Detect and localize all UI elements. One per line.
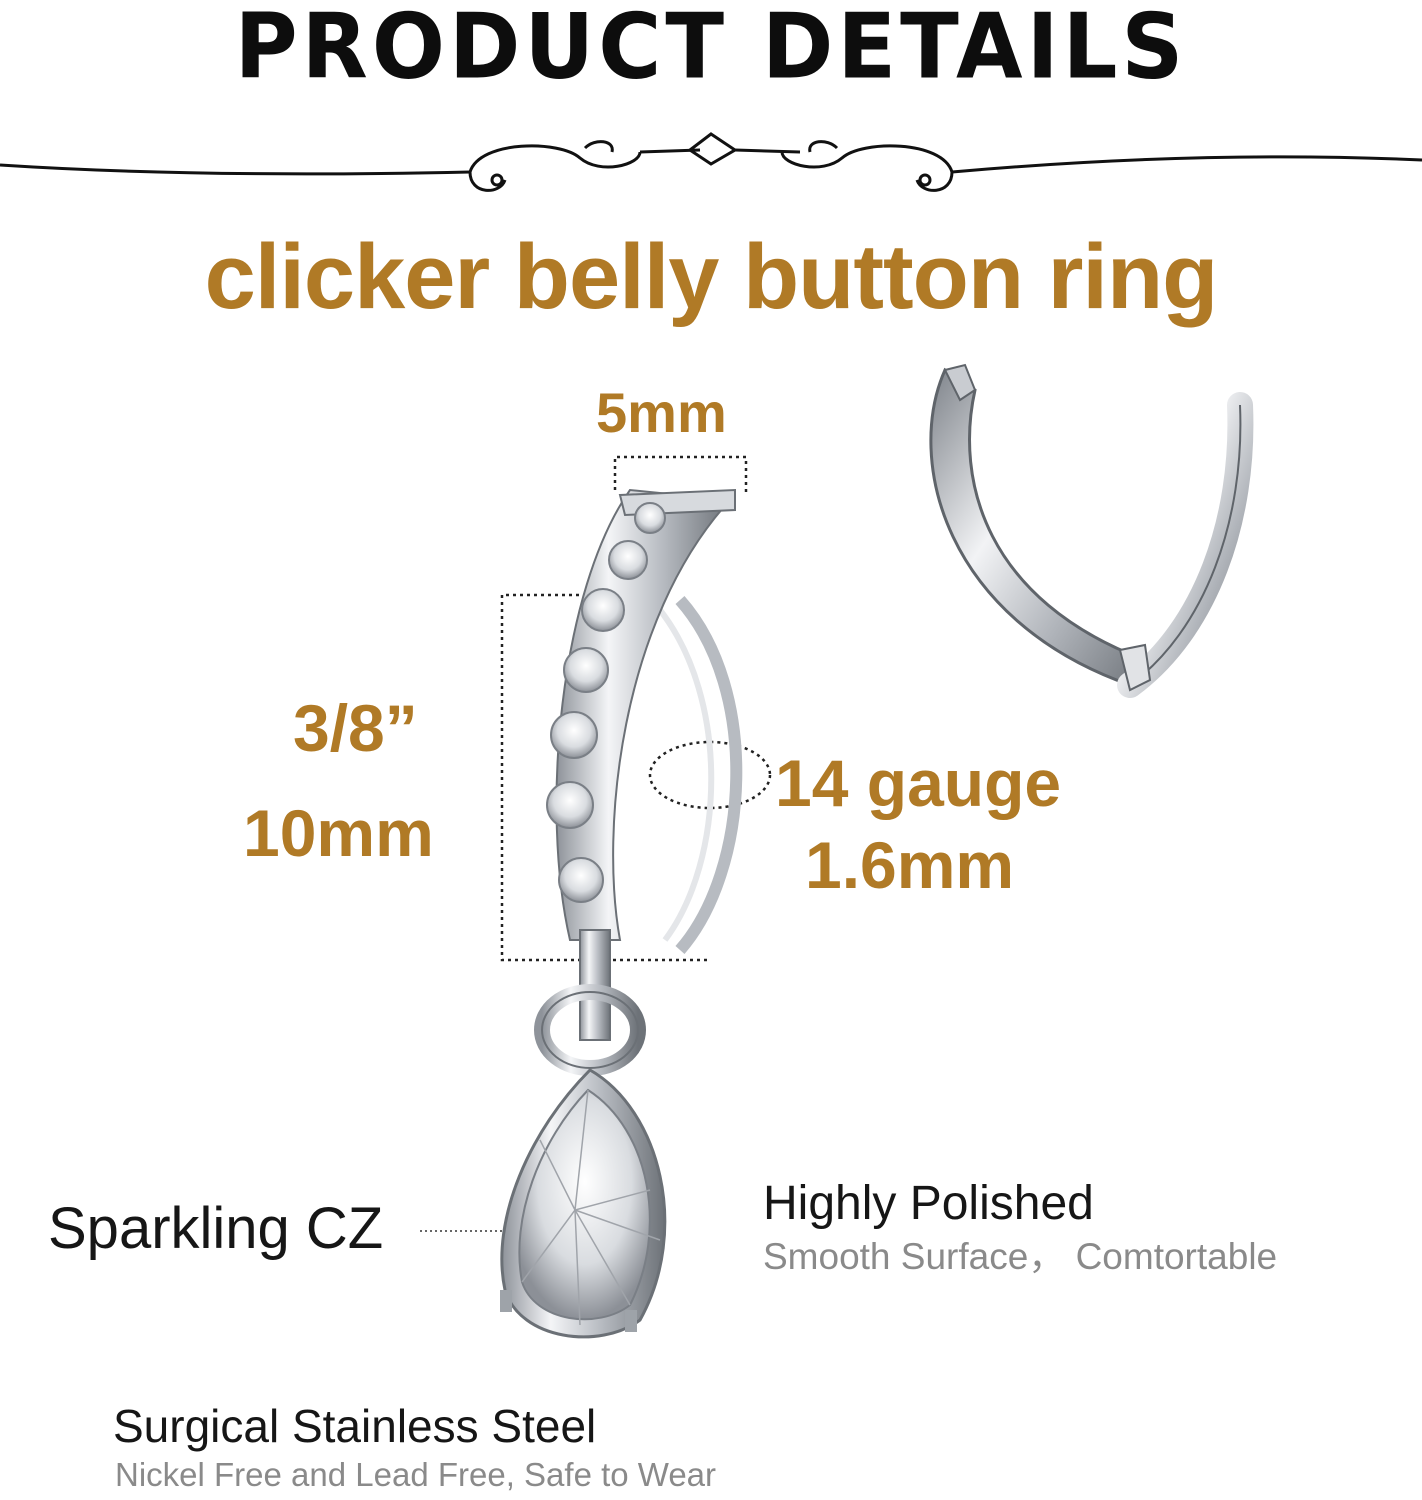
stone-label: Sparkling CZ: [48, 1196, 384, 1261]
gauge-mm-label: 1.6mm: [805, 828, 1015, 902]
length-mm-label: 10mm: [243, 796, 434, 870]
product-ring-open-icon: [905, 360, 1265, 710]
material-title: Surgical Stainless Steel: [113, 1400, 597, 1452]
width-label: 5mm: [596, 381, 727, 444]
material-detail: Nickel Free and Lead Free, Safe to Wear: [115, 1456, 717, 1493]
ornamental-divider-icon: [0, 120, 1422, 200]
stone-leader-line: [420, 1228, 505, 1234]
product-ring-front-icon: [500, 470, 760, 1370]
gauge-label: 14 gauge: [775, 746, 1062, 820]
page-title: PRODUCT DETAILS: [234, 0, 1188, 100]
finish-detail: Smooth Surface， Comtortable: [763, 1236, 1278, 1277]
length-inch-label: 3/8”: [293, 691, 418, 765]
product-name: clicker belly button ring: [204, 226, 1219, 328]
finish-title: Highly Polished: [763, 1177, 1094, 1230]
